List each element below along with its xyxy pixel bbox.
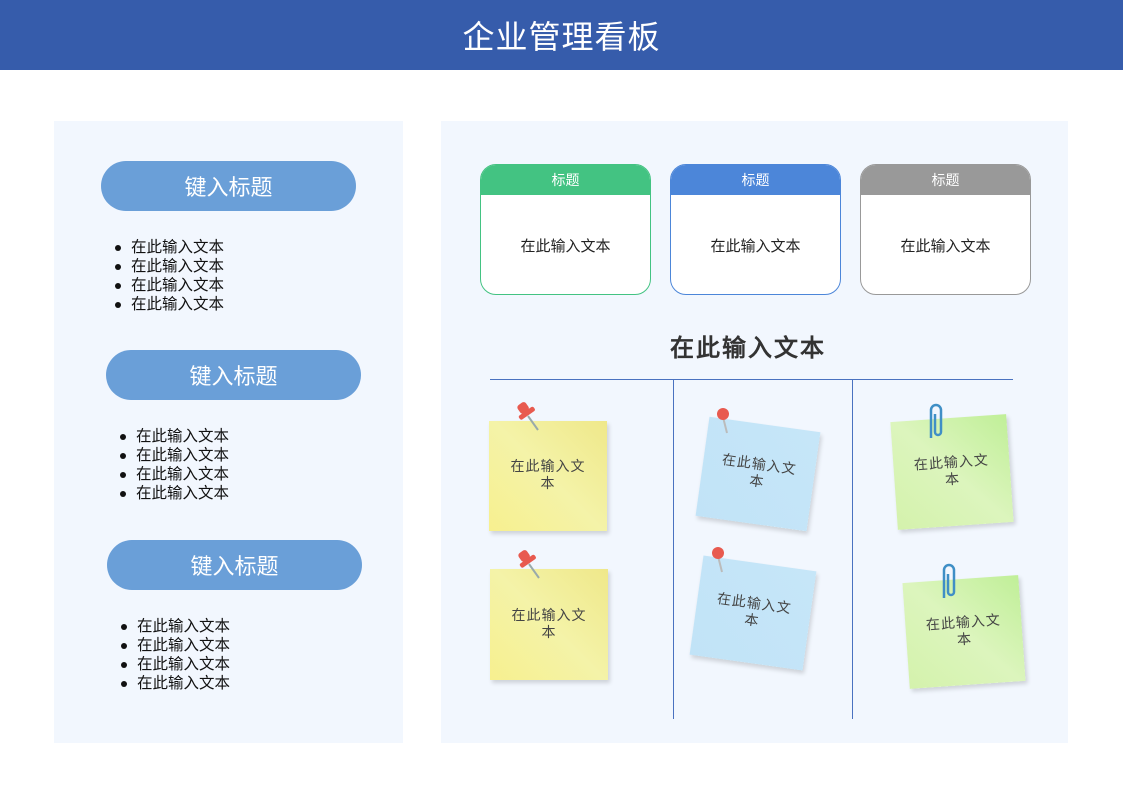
list-item: 在此输入文本 [120, 465, 229, 484]
list-item: 在此输入文本 [115, 257, 224, 276]
pin-icon [717, 408, 729, 434]
sticky-note[interactable]: 在此输入文本 [902, 575, 1026, 689]
section-title-3[interactable]: 键入标题 [107, 540, 362, 590]
list-item: 在此输入文本 [121, 655, 230, 674]
sticky-note[interactable]: 在此输入文本 [489, 421, 607, 531]
divider-horizontal [490, 379, 1013, 380]
list-item: 在此输入文本 [115, 295, 224, 314]
card-title: 标题 [481, 165, 650, 195]
board-heading: 在此输入文本 [670, 334, 826, 362]
list-item: 在此输入文本 [121, 617, 230, 636]
paperclip-icon [929, 403, 943, 438]
list-item: 在此输入文本 [120, 427, 229, 446]
bullet-list-2: 在此输入文本 在此输入文本 在此输入文本 在此输入文本 [120, 427, 229, 503]
card-body: 在此输入文本 [710, 236, 801, 255]
card-body: 在此输入文本 [520, 236, 611, 255]
card-title: 标题 [861, 165, 1030, 195]
card-gray[interactable]: 标题 在此输入文本 [860, 164, 1031, 295]
list-item: 在此输入文本 [115, 238, 224, 257]
list-item: 在此输入文本 [120, 446, 229, 465]
section-title-2[interactable]: 键入标题 [106, 350, 361, 400]
sticky-note[interactable]: 在此输入文本 [890, 414, 1014, 530]
left-panel [54, 121, 403, 743]
list-item: 在此输入文本 [120, 484, 229, 503]
sticky-note[interactable]: 在此输入文本 [689, 555, 817, 671]
pushpin-icon [517, 402, 539, 431]
list-item: 在此输入文本 [121, 674, 230, 693]
divider-vertical [673, 379, 674, 719]
list-item: 在此输入文本 [115, 276, 224, 295]
divider-vertical [852, 379, 853, 719]
sticky-note[interactable]: 在此输入文本 [490, 569, 608, 680]
pushpin-icon [518, 550, 540, 579]
section-title-1[interactable]: 键入标题 [101, 161, 356, 211]
card-blue[interactable]: 标题 在此输入文本 [670, 164, 841, 295]
card-body: 在此输入文本 [900, 236, 991, 255]
page-title: 企业管理看板 [0, 0, 1123, 70]
pin-icon [712, 547, 724, 573]
paperclip-icon [942, 563, 956, 598]
list-item: 在此输入文本 [121, 636, 230, 655]
bullet-list-3: 在此输入文本 在此输入文本 在此输入文本 在此输入文本 [121, 617, 230, 693]
card-title: 标题 [671, 165, 840, 195]
bullet-list-1: 在此输入文本 在此输入文本 在此输入文本 在此输入文本 [115, 238, 224, 314]
card-green[interactable]: 标题 在此输入文本 [480, 164, 651, 295]
